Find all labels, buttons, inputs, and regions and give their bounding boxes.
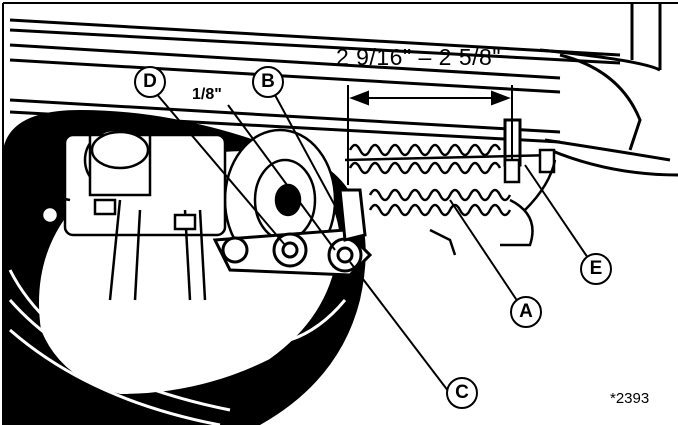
callout-b: B	[252, 66, 284, 98]
spring-length-dimension: 2 9/16" – 2 5/8"	[336, 44, 502, 70]
callout-d: D	[134, 66, 166, 98]
deck-housing	[539, 3, 678, 177]
gap-dimension: 1/8"	[192, 86, 222, 103]
frame-rails	[9, 18, 621, 144]
callout-c: C	[446, 377, 478, 409]
upper-spring	[344, 143, 556, 184]
lower-spring	[368, 159, 557, 256]
callout-e: E	[580, 253, 612, 285]
dimension-arrow	[347, 85, 513, 185]
leader-lines	[154, 91, 589, 401]
axle-housing	[14, 128, 227, 301]
callout-a: A	[510, 296, 542, 328]
figure-number: *2393	[610, 390, 650, 407]
